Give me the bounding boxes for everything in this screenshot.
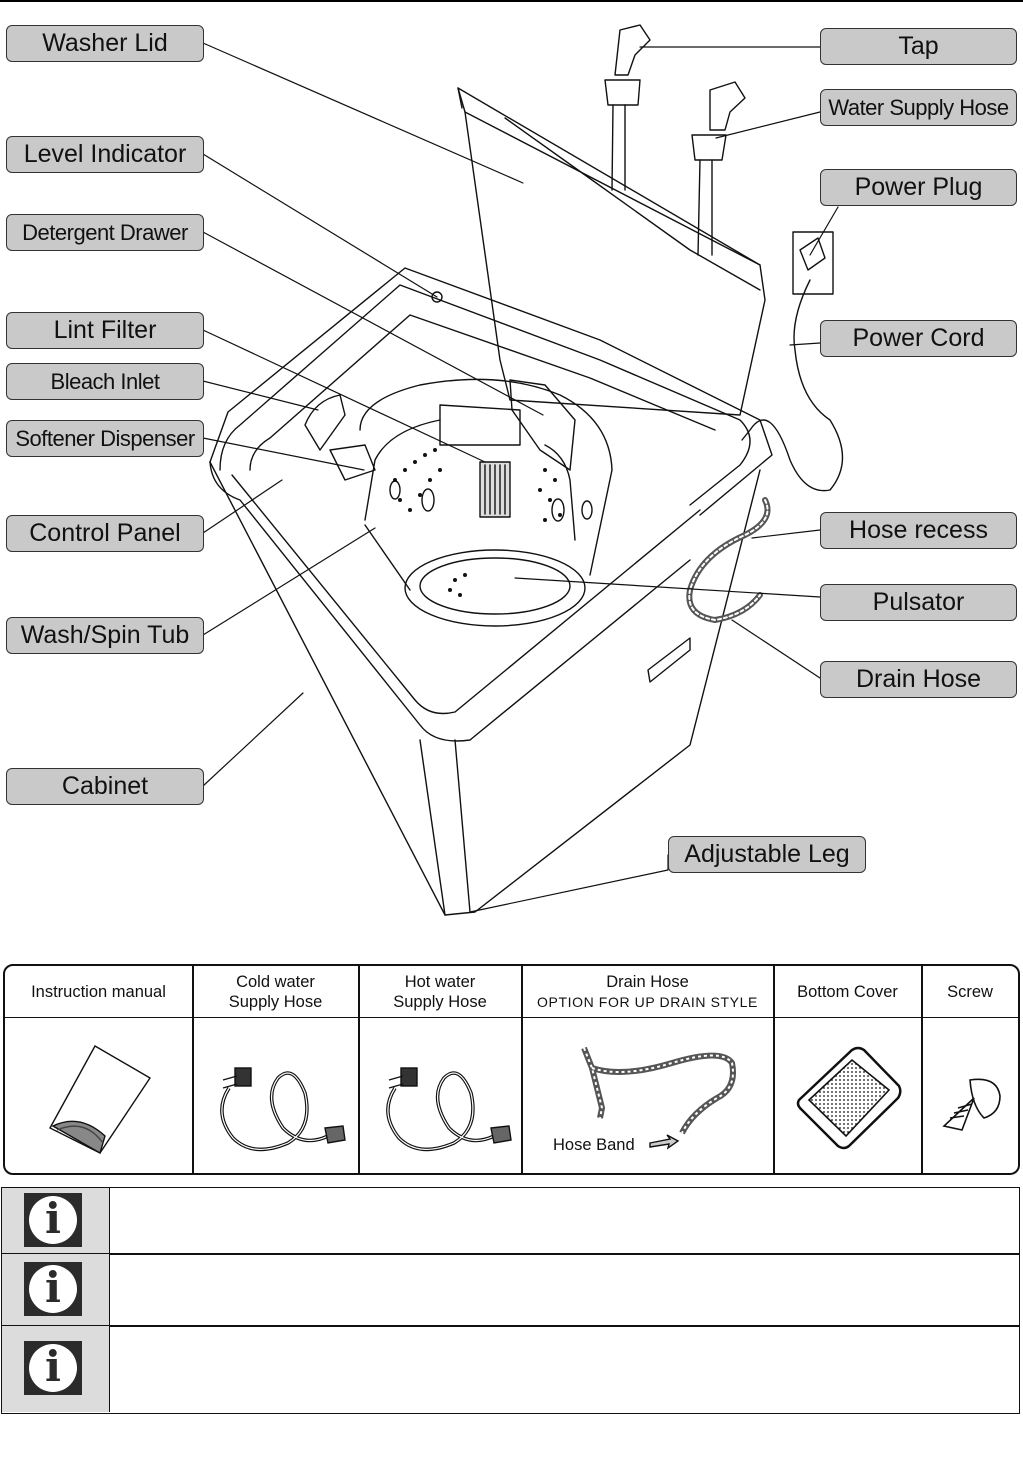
water-supply-hose-label: Water Supply Hose [820,89,1017,126]
detergent-drawer-label: Detergent Drawer [6,214,204,251]
row-divider [2,1253,1019,1255]
column-divider [773,966,775,1173]
accessory-name: Drain Hose [606,972,689,991]
info-note-row: i [2,1254,1019,1325]
cabinet-label: Cabinet [6,768,204,805]
accessory-header-hot-hose: Hot water Supply Hose [359,966,521,1018]
tap-label: Tap [820,28,1017,65]
accessory-header-bottom-cover: Bottom Cover [774,966,921,1018]
info-icon: i [24,1262,82,1316]
control-panel-label: Control Panel [6,515,204,552]
cold-water-hose-image [193,1018,358,1173]
note-icon-cell: i [2,1326,110,1412]
column-divider [921,966,923,1173]
accessory-name-line2: Supply Hose [228,992,323,1011]
info-icon: i [24,1341,82,1395]
hose-band-label: Hose Band [553,1136,635,1154]
accessory-name-line2: OPTION FOR UP DRAIN STYLE [537,993,758,1010]
note-icon-cell: i [2,1254,110,1325]
column-divider [521,966,523,1173]
softener-dispenser-label: Softener Dispenser [6,420,204,457]
info-icon: i [24,1193,82,1247]
adjustable-leg-label: Adjustable Leg [668,836,866,873]
wash-spin-tub-label: Wash/Spin Tub [6,617,204,654]
accessory-name: Hot water [404,972,476,991]
column-divider [192,966,194,1173]
column-divider [358,966,360,1173]
accessories-table: Instruction manual Cold water Supply Hos… [3,964,1020,1175]
accessory-header-cold-hose: Cold water Supply Hose [193,966,358,1018]
accessory-header-manual: Instruction manual [5,966,192,1018]
screw-image [922,1018,1018,1173]
info-note-row: i [2,1326,1019,1412]
top-rule [0,0,1023,2]
hose-recess-label: Hose recess [820,512,1017,549]
washer-lid-label: Washer Lid [6,25,204,62]
accessory-name: Screw [947,982,993,1001]
instruction-manual-image [5,1018,192,1173]
power-cord-label: Power Cord [820,320,1017,357]
bottom-cover-image [774,1018,921,1173]
drain-hose-label: Drain Hose [820,661,1017,698]
accessory-header-drain-hose: Drain Hose OPTION FOR UP DRAIN STYLE [522,966,773,1018]
info-note-row: i [2,1188,1019,1253]
hot-water-hose-image [359,1018,521,1173]
accessory-name-line2: Supply Hose [393,992,487,1011]
bleach-inlet-label: Bleach Inlet [6,363,204,400]
washing-machine-illustration [202,24,844,916]
row-divider [2,1325,1019,1327]
drain-hose-image: Hose Band [522,1018,773,1173]
note-icon-cell: i [2,1188,110,1253]
pulsator-label: Pulsator [820,584,1017,621]
parts-diagram: Washer Lid Level Indicator Detergent Dra… [6,24,1017,916]
power-plug-label: Power Plug [820,169,1017,206]
accessory-name: Instruction manual [31,982,166,1001]
lint-filter-label: Lint Filter [6,312,204,349]
level-indicator-label: Level Indicator [6,136,204,173]
accessory-name: Cold water [236,972,315,991]
accessory-name: Bottom Cover [797,982,898,1001]
info-notes: i i i [1,1187,1020,1414]
accessory-header-screw: Screw [922,966,1018,1018]
